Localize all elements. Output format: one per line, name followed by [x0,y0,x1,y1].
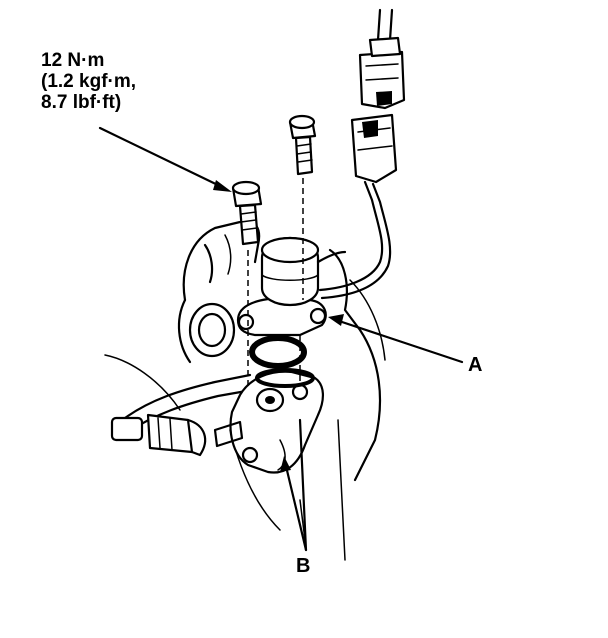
callout-b: B [296,555,311,577]
torque-kgfm: (1.2 kgf·m, [41,71,137,92]
o-ring-gasket [249,335,315,388]
torque-spec: 12 N·m (1.2 kgf·m, 8.7 lbf·ft) [41,50,136,113]
alignment-lines [247,178,304,390]
leader-lines [98,126,464,552]
valve-body [213,370,324,474]
housing-boss [188,302,236,358]
hose-fitting [110,373,254,457]
bolt-lower [231,180,263,246]
connector-lower [350,113,398,184]
torque-lbfft: 8.7 lbf·ft) [41,92,122,113]
torque-nm: 12 N·m [41,50,105,71]
callout-a: A [468,354,483,376]
connector-upper [358,36,406,110]
solenoid-valve [236,236,347,337]
bolt-upper [288,114,317,176]
